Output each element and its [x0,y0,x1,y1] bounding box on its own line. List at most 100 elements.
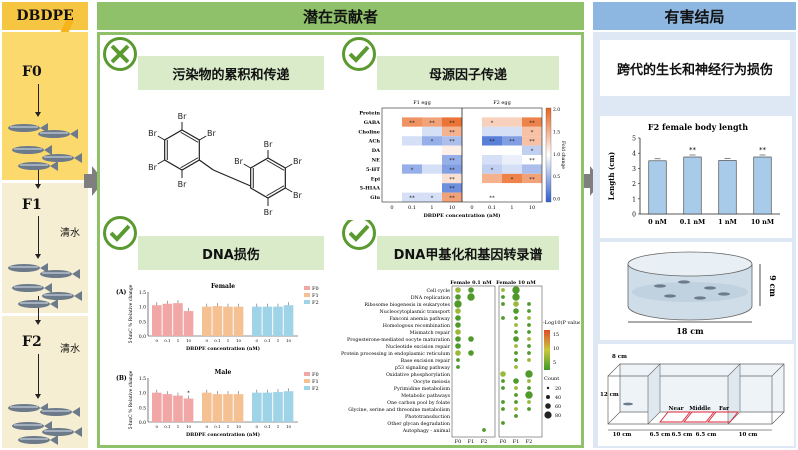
dotplot-point [501,421,505,425]
dotplot-point [527,379,531,383]
c-br-bond [285,187,293,193]
novel-tank-diagram: 18 cm 9 cm [600,242,792,340]
dotplot-count-swatch [546,395,550,399]
maze-zone [659,411,691,423]
dotplot-point [527,316,531,320]
x-tick-label: 0.1 [264,338,270,343]
heatmap-cell [382,192,402,202]
title-dna-damage: DNA损伤 [138,236,324,270]
dotplot-point [501,407,505,411]
heatmap-cell [502,164,522,174]
dotplot-point [454,300,462,308]
heatmap-cell [462,145,482,155]
heatmap-cell [482,183,502,193]
x-tick-label: 1 [177,338,180,343]
x-tick-label: 1 [227,338,230,343]
dotplot-point [501,379,505,383]
br-atom-label: Br [178,180,187,189]
heatmap-group-label: F1 egg [413,100,431,106]
double-bond [180,131,199,143]
heatmap-significance: ** [489,139,495,145]
heatmap-cell [442,136,462,146]
x-tick-label: 10 [236,338,242,343]
dotplot-point [501,386,505,390]
y-axis-label: 5-hmC % Relative change [128,284,134,343]
dotplot-x-label: F1 [468,439,475,445]
chart-title: Male [215,369,232,376]
bar [252,306,262,336]
heatmap-cell [502,173,522,184]
heatmap-significance: ** [529,120,535,126]
x-tick-label: 0.1 [264,424,270,429]
y-tick-label: 0.5 [139,319,146,325]
heatmap-cell [422,173,442,184]
bar [718,160,737,215]
y-tick-label: 1 [632,196,636,203]
c-br-bond [285,163,293,169]
significance-mark: ** [689,146,697,154]
heatmap-colorbar-tick: 2.0 [553,107,560,113]
bar [252,392,262,422]
heatmap-cell [482,155,502,165]
c-br-bond [157,159,165,165]
maze-fish [623,402,633,406]
tank-height-label: 9 cm [768,275,778,297]
legend-label: F1 [312,379,319,385]
tank-fish [694,296,706,300]
heatmap-cell [422,155,442,165]
f0-label: F0 [22,64,42,80]
x-tick-label: 10 [236,424,242,429]
dotplot-count-label: 40 [555,395,561,401]
dotplot-count-title: Count [544,376,559,382]
bar [162,394,173,422]
double-bond [266,185,285,197]
heatmap-significance: ** [449,120,455,126]
benzene-ring [164,129,200,171]
legend-label: F2 [312,300,319,306]
tank-top [627,251,753,277]
dotplot-point [514,344,518,348]
pathway-label: Nucleotide excision repair [386,344,451,350]
zebrafish-group-f2 [7,402,83,446]
x-tick-label: 0 [256,338,259,343]
pathway-label: Other glycan degradation [387,421,450,427]
bar [683,156,702,215]
bar [262,392,273,422]
heatmap-row-label: Protein [359,111,380,117]
heatmap-significance: ** [529,177,535,183]
dotplot-group-title: Female 0.1 nM [450,280,492,286]
heatmap-cell [382,155,402,165]
heatmap-cell [462,192,482,202]
x-tick-label: 10 [286,338,292,343]
benzene-ring [250,157,286,199]
heatmap-cell [482,108,502,118]
heatmap-significance: * [431,196,434,202]
dotplot-point [513,301,519,307]
maze-edge [607,363,621,377]
maze-segment-label: 10 cm [613,432,632,438]
heatmap-col-label: 10 [449,205,455,211]
heatmap-cell [402,164,422,174]
bar [233,306,244,336]
pathway-label: Autophagy - animal [402,428,451,434]
pathway-label: Homologous recombination [383,323,450,329]
dotplot-point [455,294,461,300]
zebrafish-group-f0 [8,123,83,172]
dotplot-frame [498,285,543,438]
f1-label: F1 [22,197,42,213]
bridge-bond [213,169,251,187]
legend-swatch [304,300,310,304]
heatmap-xlabel: DBDPE concentration (nM) [423,212,500,219]
tank-fish [704,286,716,290]
x-tick-label: 1 [277,338,280,343]
dotplot-point [527,407,531,411]
dotplot-frame [451,285,496,438]
heatmap-cell [382,173,402,184]
maze-segment-label: 6.5 cm [696,432,717,438]
dotplot-point [482,428,486,432]
check-icon [342,37,376,71]
pathway-label: DNA replication [411,295,450,301]
dotplot-point [456,358,460,362]
tank-diameter-label: 18 cm [676,326,704,336]
